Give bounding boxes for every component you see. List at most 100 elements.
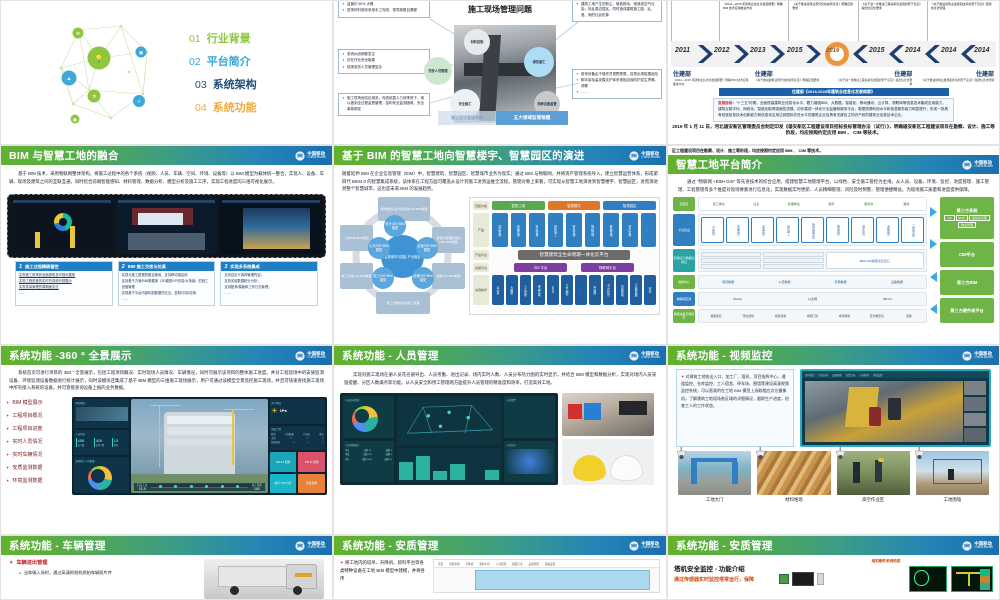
slide-func-video[interactable]: 系统功能 - 视频监控 中国移动 China Mobile ✦ 对建筑工地各出入… [667,345,1000,535]
external-system[interactable]: CIM平台 [940,242,994,268]
svg-text:⚗: ⚗ [92,94,96,100]
layer-item[interactable]: 其他 [906,314,912,319]
env-tile[interactable]: 噪声 73.8 分贝 [269,473,297,494]
env-tile[interactable]: 风速 微风 [298,473,325,494]
layer-item[interactable]: 进度计划 [851,217,874,244]
arch-cell[interactable]: 物料管理 [584,213,601,248]
layer-item[interactable]: 闸机门禁 [806,314,819,319]
layer-item[interactable]: 塔吊监测 [774,314,786,319]
feature-card[interactable]: 3 实现多系统集成 支持自定义各种管理内容； 支持关键数据统计分析； 支持配角/… [220,261,319,307]
external-sub: OA [944,215,955,222]
arch-cell[interactable]: 绿色施工 [547,213,564,248]
arch-cell[interactable]: 智慧建筑全生命周期一体化云平台 [518,250,630,261]
camera-item[interactable]: 材料堆场 [755,447,831,503]
arch-cell[interactable]: 传感器 [588,275,601,306]
layer-item[interactable]: 设备数据 [890,280,903,285]
agenda-item-3[interactable]: 03 系统架构 [189,76,257,92]
arch-cell[interactable]: 安全管理 [529,213,545,248]
arch-cell[interactable]: 物联网平台 [581,263,634,273]
camera-item[interactable]: 工地围墙 [914,447,989,503]
problem-item: 施工现场危险区域多，传统依靠人力效率低下，难以做到全过程监督管理，结构安全监测困… [342,96,426,112]
layer-item[interactable]: 安质管理 [751,217,774,244]
arch-cell[interactable]: AI/VR [547,275,560,306]
arch-cell[interactable]: RFID标签 [602,275,615,306]
slide-agenda[interactable]: 💡 ⚙ ⚗ ▣ ⛰ ⚛ ● 01 行业背景 [0,0,333,145]
slide-func-personnel[interactable]: 系统功能 - 人员管理 中国移动 China Mobile 实现对施工现场在册人… [333,345,667,535]
layer-item[interactable]: 车辆管理 [726,217,749,244]
slide-bim-fusion[interactable]: BIM 与智慧工地的融合 中国移动 China Mobile 基于 BIM 技术… [0,145,333,345]
timeline-note: 《2011—2015 年建筑业信息化发展纲要》明确 BIM 技术应用推进方向 [719,1,788,41]
camera-item[interactable]: 高空作业区 [835,447,910,503]
arch-cell[interactable]: 智慧园区 [603,201,657,211]
arch-cell[interactable]: 智慧楼宇 [547,201,601,211]
layer-item[interactable]: 人员管理 [701,217,724,244]
external-system[interactable]: 第三方硬件或平台 [940,298,994,324]
layer-item[interactable]: 地磅称重 [839,314,851,319]
arch-cell[interactable]: CIM 模型 [561,275,573,306]
slide-func-safety-quality-2[interactable]: 系统功能 - 安质管理 中国移动 China Mobile 塔机安全监控 - 功… [667,535,1000,600]
layer-item[interactable]: 政府 [828,202,835,207]
layer-item[interactable]: 系统管理 [876,217,899,244]
camera-item[interactable]: 工地大门 [676,447,752,503]
layer-item[interactable]: 以太网 [807,297,817,302]
caption-strip: 施工现场管理领域 五大领域监管难题 [438,111,568,125]
slide-site-problems[interactable]: 施工现场管理问题 监管约 50% 大概 进场材料验收采用手工完成，常导致数目漏报… [333,0,667,145]
layer-item[interactable]: 服务商 [864,202,874,207]
external-system[interactable]: 第三方系统 OA ERP 招投标管理 物业管理 [940,197,994,240]
arch-cell[interactable]: 进度管理 [492,213,508,248]
external-system[interactable]: 第三方BIM [940,270,994,296]
agenda-item-2[interactable]: 02 平台简介 [189,53,257,69]
arch-cell[interactable]: 资产管理 [621,213,638,248]
feature-card[interactable]: 1 施工过程精确管控 实现施工现场的全面感知及可视化展现 实现工程进度的实时仿真… [15,261,113,307]
arch-cell[interactable]: 智慧工地 [492,201,545,211]
arch-cell[interactable]: 能耗管理 [603,213,619,248]
layer-item[interactable]: NB-IoT [882,297,893,302]
safety-screenshot[interactable]: 首页塔吊监测升降机卸料平台人员管理报警记录设备管理系统设置 [433,559,660,593]
arch-cell[interactable]: 大数据 [505,275,518,306]
slide-func-vehicle[interactable]: 系统功能 - 车辆管理 中国移动 China Mobile 车辆进出管理 当车辆… [0,535,333,600]
arch-cell[interactable]: GIS 平台 [514,263,567,273]
layer-item[interactable]: 5G/4G [733,297,742,302]
arch-cell[interactable]: 移动互联 [533,275,546,306]
slide-func-360[interactable]: 系统功能 -360 ° 全景展示 中国移动 China Mobile 系统首页可… [0,345,333,535]
slide-func-safety-quality-1[interactable]: 系统功能 - 安质管理 中国移动 China Mobile ✦ 将工地内的塔吊、… [333,535,667,600]
timeline-year: 2013 [750,47,766,54]
bim-3d-viewport[interactable]: 已完工比 21.8 总工期天 1 [131,399,268,494]
arch-cell[interactable]: 工业物联网 [630,275,643,306]
arch-cell[interactable]: 定位 [644,275,656,306]
layer-item[interactable]: 施工单位 [712,202,725,207]
layer-item[interactable]: 安全帽定位 [869,314,884,319]
slide-bim-evolution[interactable]: 基于 BIM 的智慧工地向智慧楼宇、智慧园区的演进 中国移动 China Mob… [333,145,667,345]
layer-item[interactable]: 其他 [903,202,910,207]
layer-item[interactable]: 二维码应用 [901,217,924,244]
agenda-item-4[interactable]: 04 系统功能 [189,99,257,115]
slide-policy-timeline[interactable]: 《2011—2015 年建筑业信息化发展纲要》明确 BIM 技术应用推进方向 《… [667,0,1000,145]
agenda-item-1[interactable]: 01 行业背景 [189,30,257,46]
layer-item[interactable]: 监理单位 [787,202,800,207]
layer-item[interactable]: 业主 [753,202,760,207]
page-title: 系统功能 - 安质管理 [676,540,773,552]
arch-cell[interactable]: 云计算 [492,275,504,306]
arch-cell[interactable]: 质量管理 [510,213,527,248]
svg-text:●: ● [73,118,77,123]
layer-item[interactable]: 绿色施工 [776,217,799,244]
env-tile[interactable]: PM 10 监测 [298,452,325,472]
layer-item[interactable]: BIM+GIS模型交互接口 [825,252,924,270]
layer-item[interactable]: 安质数据 [834,280,847,285]
feature-card[interactable]: 2 BIM 施工交底与仿真 实现与施工数据的融合使用，支持移动端应用 支持基于方… [117,261,216,307]
arch-cell[interactable]: … [574,275,587,306]
arch-cell[interactable]: 人工智能 [519,275,532,306]
video-wall[interactable]: 实时监控 历史回放 设备管理 告警记录 人员管理 系统设置 [800,369,991,447]
arch-cell[interactable]: 智能终端 [616,275,629,306]
arch-cell[interactable]: … [640,213,657,248]
layer-item[interactable]: 人员数据 [778,280,791,285]
layer-item[interactable]: 物资管理 [826,217,849,244]
layer-item[interactable]: 特种设备管理 [801,217,824,244]
env-tile[interactable]: PM 2.5 监测 [269,452,297,472]
arch-cell[interactable]: 劳务管理 [566,213,582,248]
layer-item[interactable]: 视频监控 [710,314,722,319]
layer-item[interactable]: 环境监测 [742,314,754,319]
layer-item[interactable]: 项目数据 [722,280,735,285]
slide-platform-intro[interactable]: 区工程建设项目在勘察、设计、施工等阶段，均应按照约定应用 BIM 、 CIM 等… [667,145,1000,345]
